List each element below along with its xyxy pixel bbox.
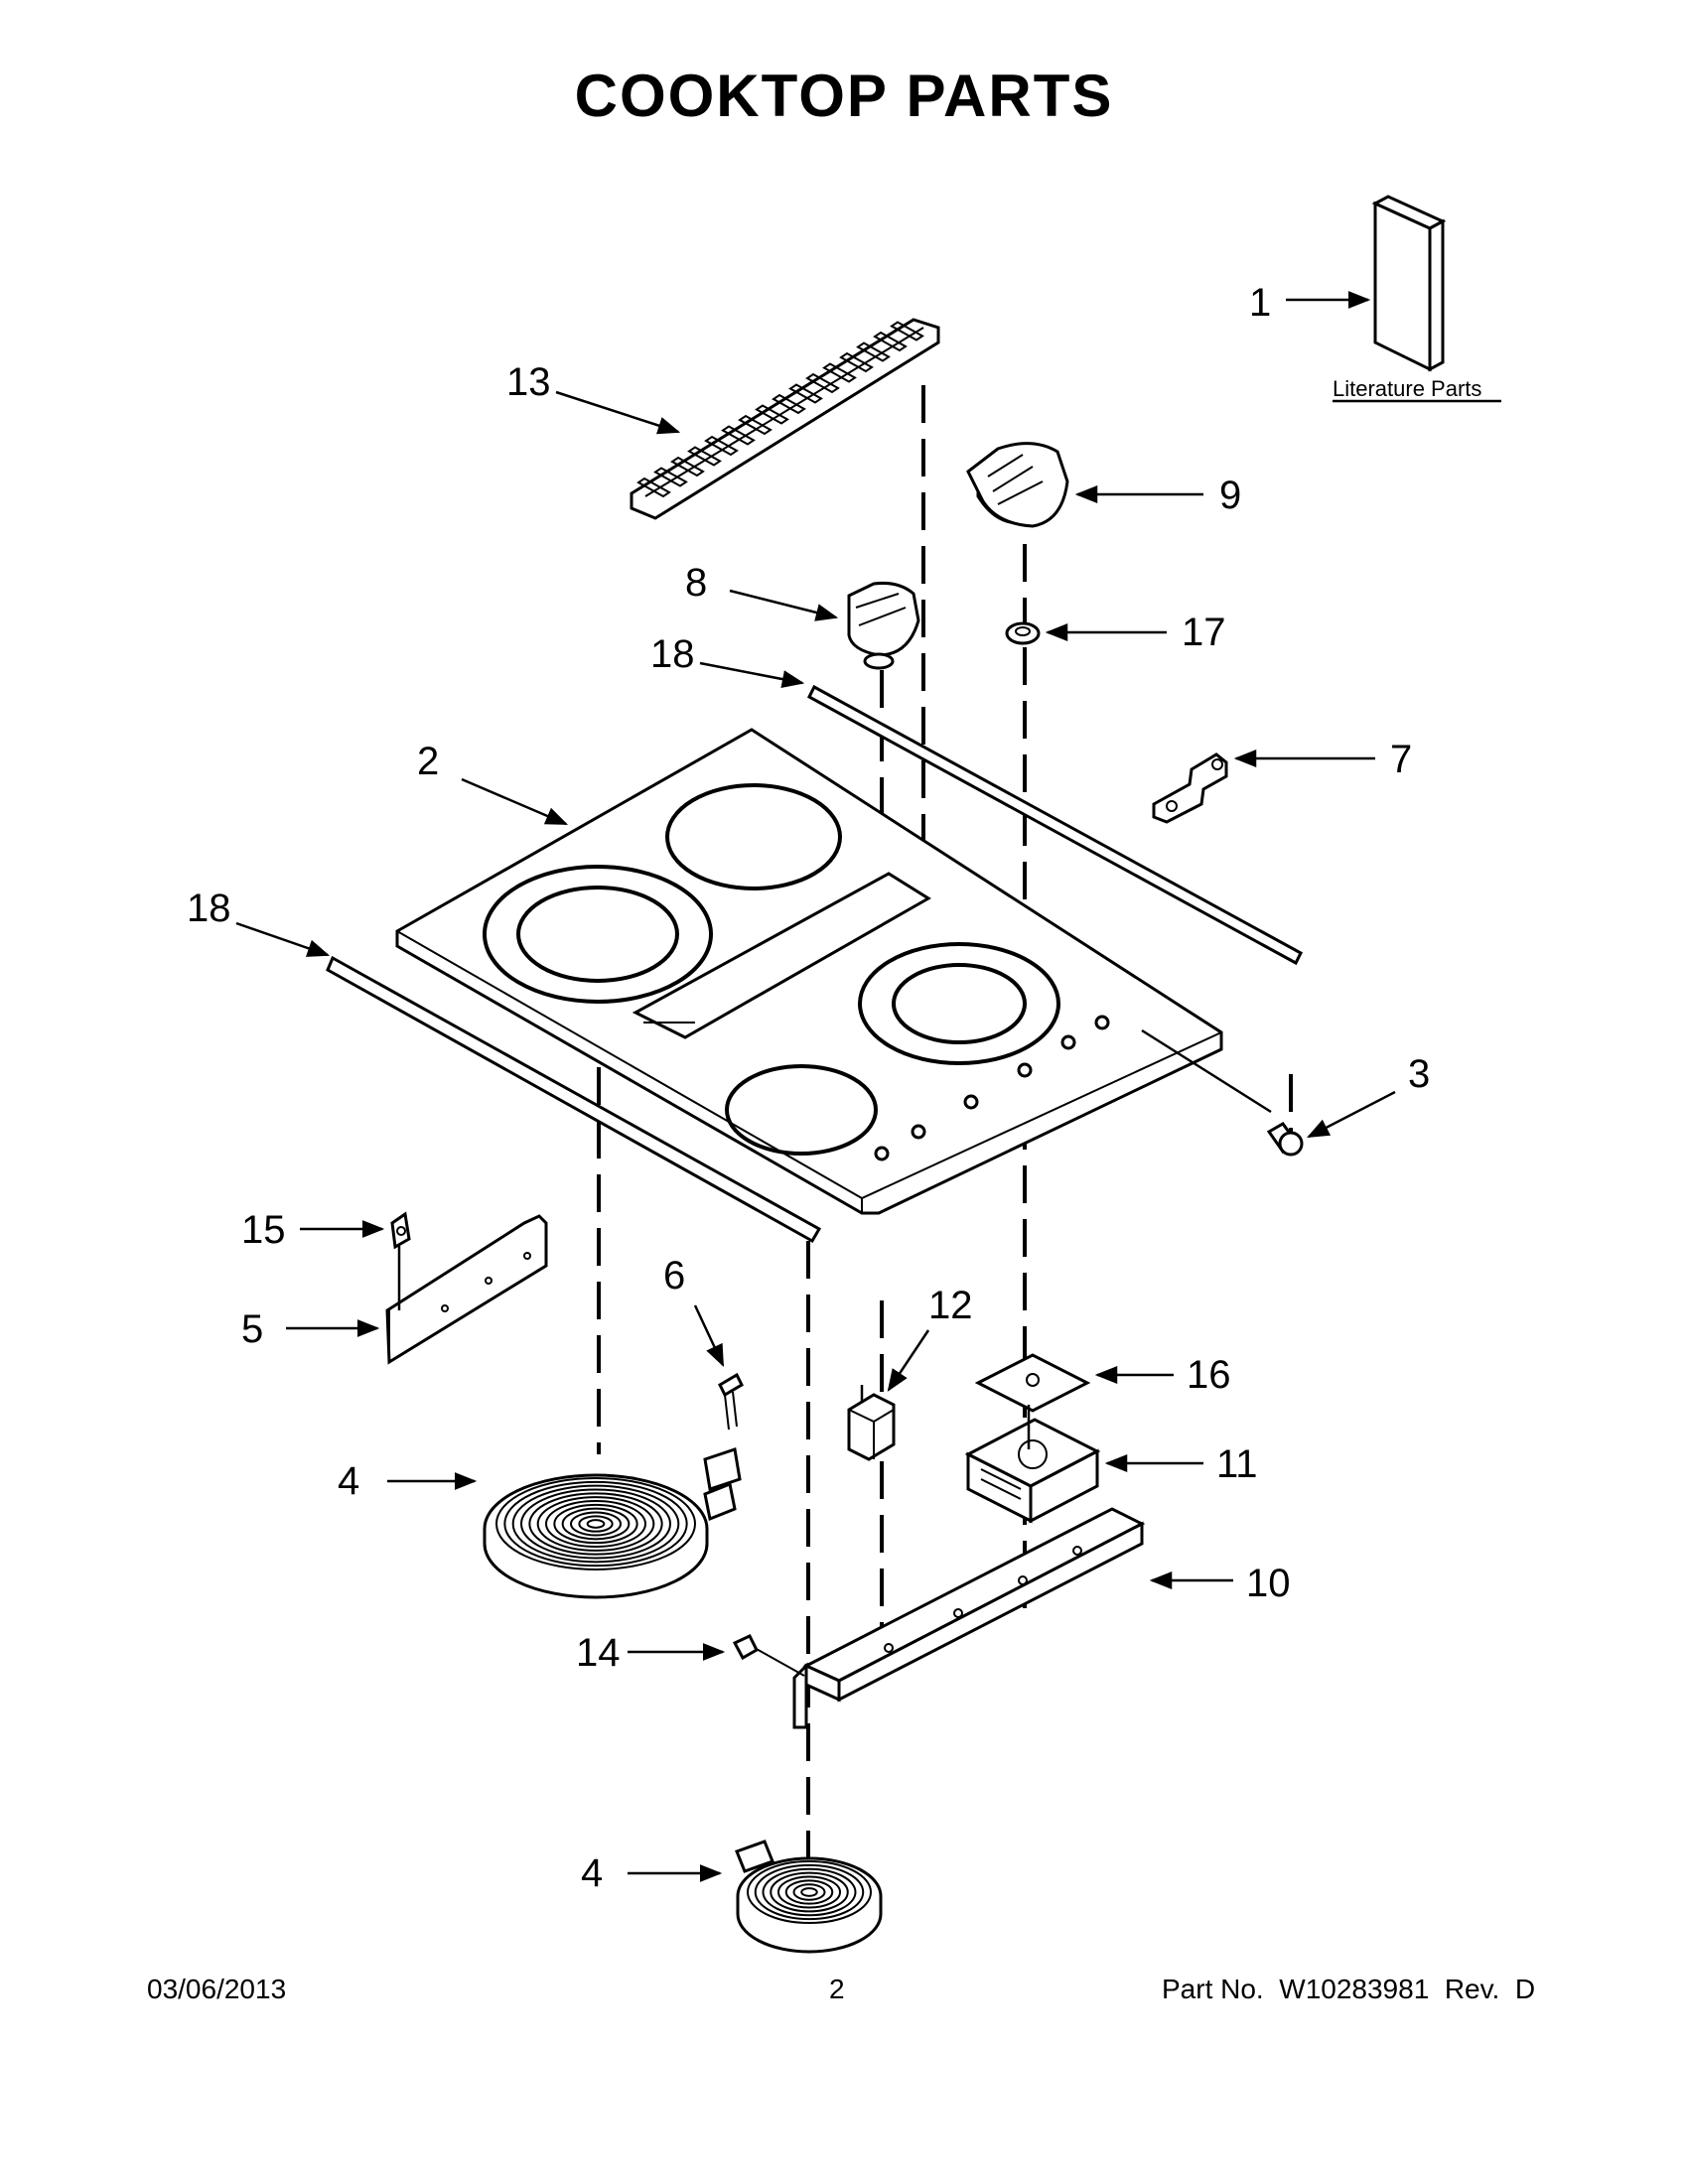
wire-clip bbox=[390, 1211, 411, 1250]
heating-coil bbox=[777, 1875, 841, 1909]
footer-part-number: Part No. W10283981 Rev. D bbox=[1162, 1974, 1536, 2004]
large-knob bbox=[966, 442, 1069, 528]
heating-coil bbox=[545, 1500, 646, 1548]
callout-12: 12 bbox=[928, 1284, 973, 1327]
heating-coil bbox=[800, 1887, 818, 1897]
small-knob bbox=[847, 582, 920, 670]
glass-cooktop bbox=[395, 728, 1223, 1215]
heating-coil bbox=[762, 1867, 857, 1917]
heating-coil bbox=[570, 1511, 622, 1537]
heating-coil bbox=[754, 1863, 865, 1921]
literature-label: Literature Parts bbox=[1333, 376, 1481, 401]
grille-slot bbox=[755, 404, 789, 425]
radiant-element-large bbox=[483, 1447, 742, 1599]
grille-slot bbox=[636, 477, 671, 498]
grille-slot bbox=[687, 446, 722, 467]
callout-3: 3 bbox=[1408, 1052, 1430, 1096]
radiant-element-small bbox=[735, 1840, 883, 1954]
callout-11: 11 bbox=[1216, 1442, 1258, 1486]
heating-coil bbox=[503, 1480, 688, 1568]
grille-slot bbox=[856, 341, 891, 362]
grille-slot bbox=[822, 362, 857, 383]
grille-slot bbox=[772, 393, 806, 415]
heating-coil bbox=[561, 1507, 631, 1541]
heating-coil bbox=[747, 1860, 872, 1924]
vent-grille bbox=[630, 318, 940, 520]
callout-5: 5 bbox=[241, 1307, 263, 1351]
footer-date: 03/06/2013 bbox=[147, 1974, 287, 2004]
control-bracket bbox=[792, 1507, 1146, 1729]
callout-9: 9 bbox=[1219, 474, 1241, 517]
grille-slot bbox=[873, 331, 908, 352]
callout-8: 8 bbox=[685, 561, 707, 605]
literature-book: Literature Parts bbox=[1333, 195, 1501, 403]
control-module bbox=[964, 1405, 1101, 1524]
knob-grommet bbox=[1005, 621, 1041, 645]
grille-slot bbox=[670, 456, 705, 478]
callout-18-front: 18 bbox=[187, 887, 231, 930]
callout-14: 14 bbox=[576, 1631, 621, 1675]
heat-shield-bracket bbox=[385, 1214, 548, 1365]
gasket-strip-rear bbox=[807, 684, 1303, 966]
callout-1: 1 bbox=[1249, 281, 1271, 325]
heating-coil bbox=[511, 1484, 680, 1564]
callout-7: 7 bbox=[1390, 738, 1412, 781]
heating-coil bbox=[520, 1488, 671, 1560]
grille-slot bbox=[704, 435, 739, 457]
page-title: COOKTOP PARTS bbox=[574, 63, 1114, 129]
grille-slot bbox=[805, 372, 840, 394]
callout-2: 2 bbox=[417, 740, 439, 783]
infinite-switch bbox=[847, 1385, 896, 1461]
callout-4-small: 4 bbox=[581, 1851, 603, 1895]
heating-coil bbox=[792, 1883, 826, 1901]
heating-coil bbox=[536, 1496, 655, 1552]
heating-coil bbox=[528, 1492, 663, 1556]
heating-coil bbox=[553, 1503, 638, 1545]
grille-slot bbox=[839, 351, 874, 373]
callout-10: 10 bbox=[1246, 1562, 1291, 1605]
footer-page-number: 2 bbox=[829, 1974, 845, 2004]
heating-coil bbox=[770, 1871, 849, 1913]
insulator-pad bbox=[974, 1353, 1091, 1413]
heating-coil bbox=[495, 1477, 696, 1570]
cooktop-screw bbox=[1141, 1028, 1304, 1157]
grille-slot bbox=[890, 321, 924, 341]
callout-4-large: 4 bbox=[338, 1459, 359, 1503]
callouts: 1 2 3 4 4 5 6 7 8 9 10 11 12 bbox=[187, 281, 1430, 1895]
grille-slot bbox=[721, 425, 756, 446]
callout-15: 15 bbox=[241, 1208, 286, 1252]
callout-6: 6 bbox=[663, 1254, 685, 1297]
heating-coil bbox=[578, 1515, 614, 1533]
grille-slot bbox=[788, 383, 823, 404]
grille-slot bbox=[653, 467, 688, 487]
heating-coil bbox=[784, 1879, 834, 1905]
bracket-screw bbox=[718, 1372, 744, 1431]
callout-16: 16 bbox=[1187, 1353, 1231, 1397]
gasket-strip-front bbox=[326, 955, 822, 1244]
heating-coil bbox=[586, 1519, 606, 1529]
callout-13: 13 bbox=[506, 360, 551, 404]
callout-18-rear: 18 bbox=[650, 632, 695, 676]
bracket-mount-screw bbox=[732, 1634, 805, 1677]
mounting-bracket bbox=[1152, 752, 1228, 824]
grille-slot bbox=[738, 414, 773, 436]
callout-17: 17 bbox=[1182, 611, 1226, 654]
